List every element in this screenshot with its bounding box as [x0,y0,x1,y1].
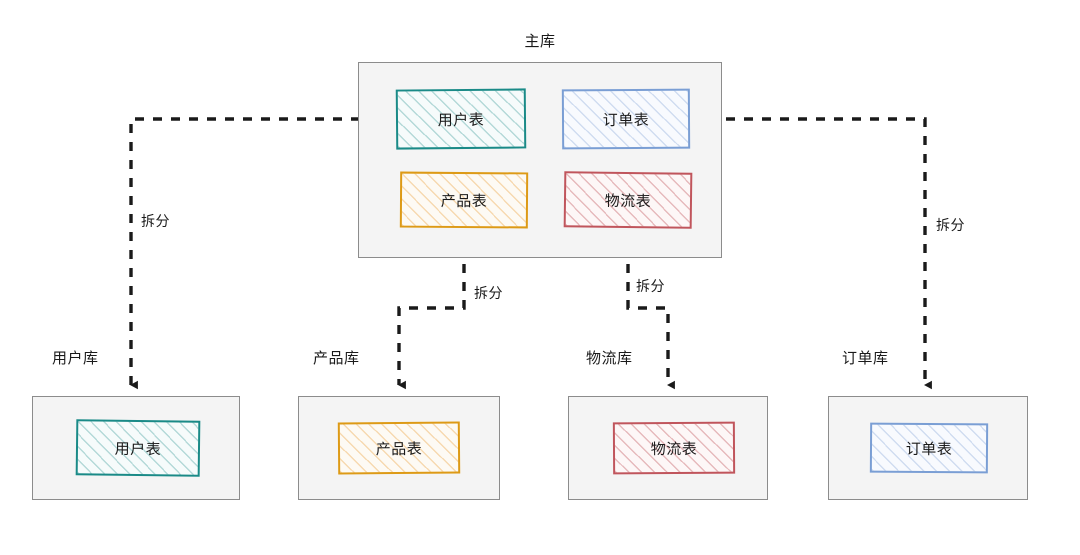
shard-db-label-order: 订单库 [842,350,889,367]
table-card-order-main[interactable]: 订单表 [561,88,691,150]
shard-db-label-user: 用户库 [52,350,99,367]
connector-product [397,228,466,390]
edge-label-product: 拆分 [472,283,505,303]
table-card-user-main[interactable]: 用户表 [395,88,527,150]
table-card-label: 用户表 [114,440,162,458]
connector-logistics [626,228,675,390]
table-card-order-shard[interactable]: 订单表 [869,422,989,474]
table-card-label: 产品表 [440,192,488,210]
table-card-label: 用户表 [437,111,485,129]
edge-label-user: 拆分 [139,211,172,231]
edge-label-order: 拆分 [934,215,967,235]
table-card-label: 产品表 [375,440,423,458]
table-card-label: 订单表 [905,440,953,458]
table-card-label: 物流表 [650,440,698,458]
table-card-label: 订单表 [602,111,650,129]
shard-db-label-product: 产品库 [313,350,360,367]
table-card-product-shard[interactable]: 产品表 [337,421,461,475]
table-card-logistics-shard[interactable]: 物流表 [612,421,736,475]
shard-db-label-logistics: 物流库 [586,350,633,367]
table-card-product-main[interactable]: 产品表 [399,171,529,229]
table-card-user-shard[interactable]: 用户表 [75,419,201,477]
main-db-title: 主库 [524,33,556,50]
table-card-logistics-main[interactable]: 物流表 [563,171,693,229]
table-card-label: 物流表 [604,192,652,210]
connector-order [690,117,932,390]
connector-user [129,117,396,390]
edge-label-logistics: 拆分 [634,276,667,296]
